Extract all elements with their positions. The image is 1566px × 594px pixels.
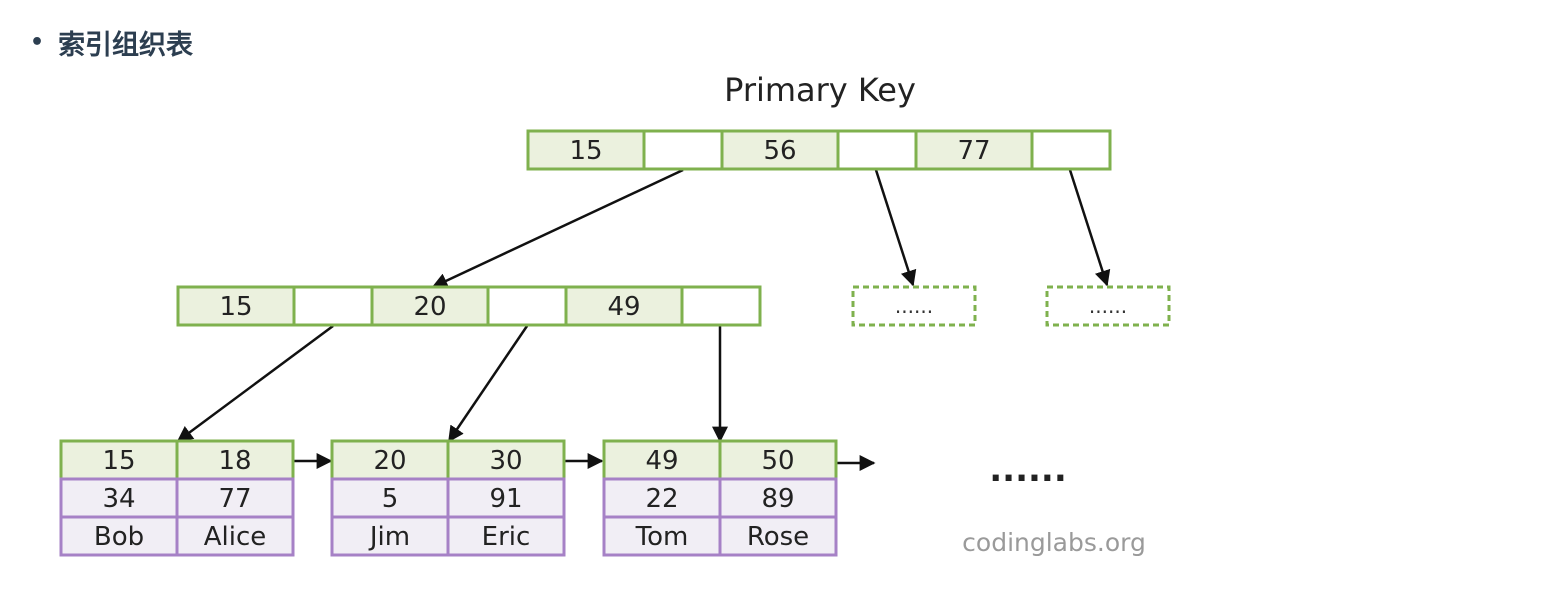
arrow-root-to-placeholder-1	[874, 169, 917, 287]
leaf-value: 22	[645, 484, 678, 514]
leaf-key-cell	[446, 439, 566, 481]
leaf-value-cell	[175, 477, 295, 519]
leaf-key: 49	[645, 446, 678, 476]
leaf-value-cell	[718, 477, 838, 519]
internal-pointer-cell-2	[486, 285, 568, 327]
placeholder-node-label-1: ......	[895, 294, 933, 318]
root-pointer-cell-1	[642, 129, 724, 171]
tree-arrows	[176, 168, 1111, 471]
arrow-root-to-placeholder-2	[1068, 169, 1111, 287]
section-heading-text: 索引组织表	[58, 29, 194, 61]
root-key-3: 77	[957, 136, 990, 166]
leaf-value: 5	[382, 484, 399, 514]
leaf-name: Bob	[94, 522, 144, 552]
leaf-name: Eric	[482, 522, 531, 552]
leaf-value: 34	[102, 484, 135, 514]
leaf-key-cell	[59, 439, 179, 481]
leaf-value: 89	[761, 484, 794, 514]
placeholder-node-1	[851, 285, 977, 327]
leaf-key: 15	[102, 446, 135, 476]
internal-key-1: 15	[219, 292, 252, 322]
leaf-name: Alice	[204, 522, 267, 552]
leaf-value: 91	[489, 484, 522, 514]
root-key-cell-3	[914, 129, 1034, 171]
leaf-key: 50	[761, 446, 794, 476]
leaf-name: Rose	[747, 522, 809, 552]
leaf-name: Jim	[368, 522, 410, 552]
internal-key-2: 20	[413, 292, 446, 322]
leaf-name-cell	[330, 515, 450, 557]
placeholder-node-2	[1045, 285, 1171, 327]
root-key-2: 56	[763, 136, 796, 166]
internal-node: 15 20 49	[176, 285, 762, 327]
arrow-internal-to-leaf-2	[447, 325, 529, 443]
more-leaves-ellipsis: ......	[989, 450, 1067, 490]
leaf-key: 30	[489, 446, 522, 476]
root-pointer-cell-3	[1030, 129, 1112, 171]
placeholder-nodes: ............	[851, 285, 1171, 327]
arrow-root-to-internal	[431, 168, 684, 289]
leaf-value: 77	[218, 484, 251, 514]
root-key-cell-1	[526, 129, 646, 171]
leaf-name: Tom	[635, 522, 689, 552]
internal-pointer-cell-1	[292, 285, 374, 327]
leaf-key: 20	[373, 446, 406, 476]
section-heading: • 索引组织表	[30, 20, 193, 64]
placeholder-node-label-2: ......	[1089, 294, 1127, 318]
leaf-key: 18	[218, 446, 251, 476]
leaf-name-cell	[175, 515, 295, 557]
internal-pointer-cell-3	[680, 285, 762, 327]
root-pointer-cell-2	[836, 129, 918, 171]
leaf-name-cell	[718, 515, 838, 557]
leaf-value-cell	[446, 477, 566, 519]
leaf-key-cell	[718, 439, 838, 481]
bullet-icon: •	[30, 29, 45, 55]
root-node: 15 56 77	[526, 129, 1112, 171]
arrow-internal-to-leaf-1	[176, 324, 334, 443]
internal-key-3: 49	[607, 292, 640, 322]
internal-key-cell-2	[370, 285, 490, 327]
diagram-title: Primary Key	[724, 71, 916, 109]
leaf-name-cell	[446, 515, 566, 557]
watermark: codinglabs.org	[962, 528, 1146, 557]
root-key-1: 15	[569, 136, 602, 166]
